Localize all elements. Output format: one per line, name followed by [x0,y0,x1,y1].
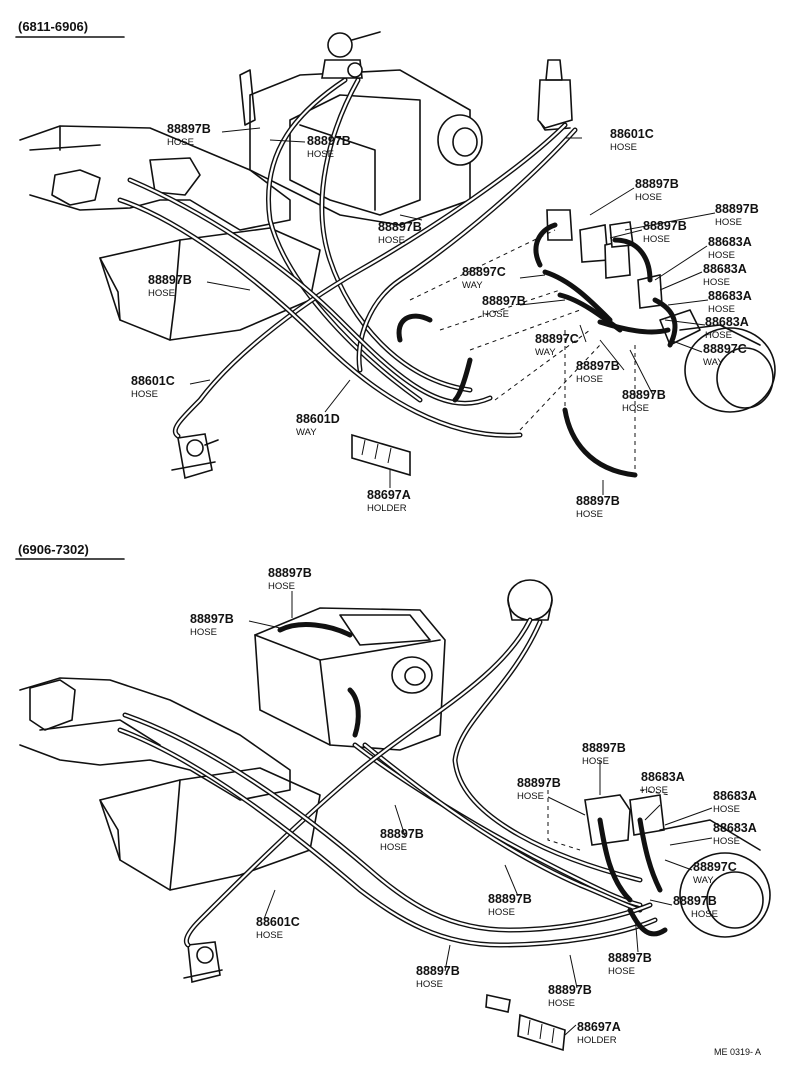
part-label: 88897B [608,951,652,965]
part-desc: HOSE [131,389,158,400]
part-label: 88897B [673,894,717,908]
part-label: 88897B [643,219,687,233]
part-label: 88897B [416,964,460,978]
part-desc: HOSE [713,804,740,815]
part-label: 88897B [268,566,312,580]
part-label: 88897C [462,265,506,279]
part-desc: HOSE [715,217,742,228]
part-desc: HOSE [703,277,730,288]
bottom-assembly-drawing [19,579,771,1052]
part-desc: WAY [462,280,483,291]
part-desc: HOSE [610,142,637,153]
part-label: 88683A [641,770,685,784]
drawing-code: ME 0319- A [714,1047,761,1057]
part-label: 88897B [378,220,422,234]
part-label: 88897B [380,827,424,841]
part-desc: HOSE [582,756,609,767]
part-label: 88683A [708,235,752,249]
part-label: 88897B [517,776,561,790]
part-desc: HOSE [576,509,603,520]
part-desc: HOLDER [577,1035,617,1046]
part-desc: HOSE [708,304,735,315]
part-desc: HOSE [708,250,735,261]
part-label: 88897C [535,332,579,346]
part-label: 88897B [635,177,679,191]
part-label: 88897B [488,892,532,906]
part-desc: HOSE [148,288,175,299]
part-desc: WAY [703,357,724,368]
part-label: 88897B [715,202,759,216]
part-label: 88897C [693,860,737,874]
part-label: 88683A [713,789,757,803]
bottom-part-labels: 88897B HOSE 88897B HOSE 88897B HOSE 8889… [190,566,757,1046]
part-desc: HOSE [256,930,283,941]
part-label: 88897B [482,294,526,308]
top-assembly-drawing [19,31,776,495]
section-title-bottom: (6906-7302) [18,542,89,557]
part-desc: HOSE [378,235,405,246]
part-label: 88897B [167,122,211,136]
part-desc: HOLDER [367,503,407,514]
part-label: 88897B [576,359,620,373]
part-desc: HOSE [517,791,544,802]
part-desc: HOSE [167,137,194,148]
part-label: 88601C [610,127,654,141]
part-label: 88897B [190,612,234,626]
section-title-top: (6811-6906) [18,19,88,34]
part-label: 88683A [705,315,749,329]
part-desc: HOSE [641,785,668,796]
part-desc: HOSE [268,581,295,592]
top-part-labels: 88897B HOSE 88897B HOSE 88601C HOSE 8889… [131,122,759,520]
part-desc: HOSE [488,907,515,918]
part-label: 88897B [307,134,351,148]
part-label: 88683A [703,262,747,276]
part-desc: WAY [296,427,317,438]
part-label: 88897B [576,494,620,508]
part-desc: HOSE [622,403,649,414]
part-desc: HOSE [482,309,509,320]
part-label: 88897B [622,388,666,402]
part-desc: HOSE [576,374,603,385]
part-label: 88683A [713,821,757,835]
part-label: 88601C [256,915,300,929]
part-desc: HOSE [190,627,217,638]
part-desc: HOSE [307,149,334,160]
part-desc: HOSE [380,842,407,853]
part-desc: HOSE [608,966,635,977]
part-desc: WAY [693,875,714,886]
part-desc: HOSE [713,836,740,847]
part-label: 88897C [703,342,747,356]
part-desc: HOSE [705,330,732,341]
part-label: 88897B [148,273,192,287]
part-desc: HOSE [548,998,575,1009]
part-label: 88601C [131,374,175,388]
part-desc: HOSE [416,979,443,990]
part-desc: HOSE [635,192,662,203]
part-label: 88697A [577,1020,621,1034]
part-desc: WAY [535,347,556,358]
part-label: 88683A [708,289,752,303]
part-label: 88697A [367,488,411,502]
part-desc: HOSE [691,909,718,920]
part-desc: HOSE [643,234,670,245]
part-label: 88601D [296,412,340,426]
part-label: 88897B [582,741,626,755]
part-label: 88897B [548,983,592,997]
